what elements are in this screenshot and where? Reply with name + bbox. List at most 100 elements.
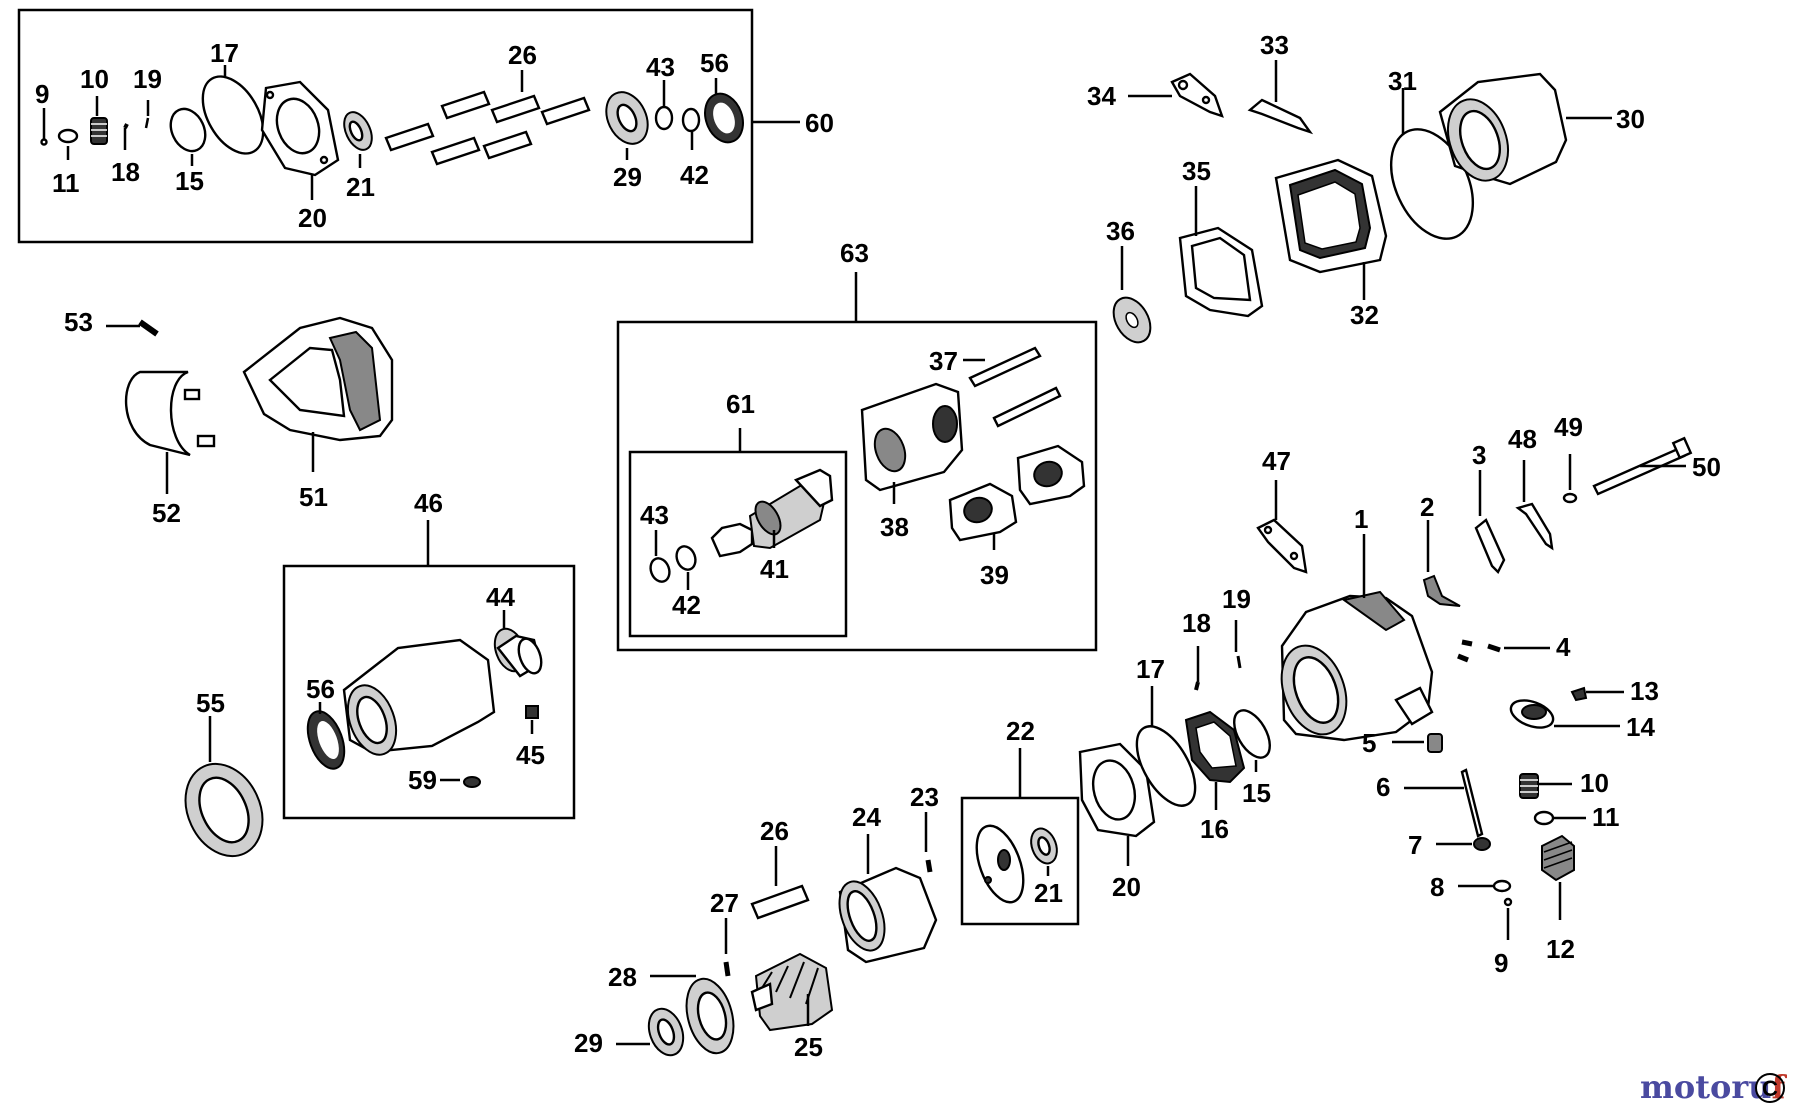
part-14-valve-body — [1509, 699, 1620, 729]
part-18-pin — [123, 123, 129, 150]
part-34-bracket — [1128, 72, 1224, 118]
callout-51: 51 — [299, 482, 328, 512]
part-50-bolt — [1592, 436, 1693, 496]
part-53-screw — [106, 319, 159, 337]
callout-56b: 56 — [306, 674, 335, 704]
callout-29b: 29 — [574, 1028, 603, 1058]
callout-16: 16 — [1200, 814, 1229, 844]
part-21b-bearing — [1030, 827, 1058, 876]
part-23-pin — [924, 812, 933, 873]
callout-11: 11 — [52, 168, 80, 198]
part-43b-oring — [649, 530, 671, 583]
callout-28: 28 — [608, 962, 637, 992]
part-28-endplate — [650, 974, 735, 1055]
part-16-plate — [1184, 710, 1246, 810]
callout-26b: 26 — [760, 816, 789, 846]
part-25-rotor — [750, 952, 834, 1032]
part-11-oring — [57, 128, 79, 160]
part-19b-pin — [1234, 620, 1242, 669]
part-48-lever — [1515, 460, 1554, 551]
callout-29: 29 — [613, 162, 642, 192]
callout-61: 61 — [726, 389, 755, 419]
part-18b-pin — [1194, 646, 1200, 691]
callout-52: 52 — [152, 498, 181, 528]
part-45-plug — [525, 705, 539, 734]
part-2-lever — [1422, 520, 1461, 607]
callout-43: 43 — [646, 52, 675, 82]
part-49-washer — [1562, 454, 1578, 504]
callout-8: 8 — [1430, 872, 1444, 902]
callout-49: 49 — [1554, 412, 1583, 442]
watermark-brand-end: f — [1771, 1068, 1787, 1106]
part-9-pin-small — [40, 108, 48, 146]
callout-21b: 21 — [1034, 878, 1063, 908]
part-3-lever — [1474, 470, 1506, 575]
callout-18: 18 — [111, 157, 140, 187]
part-17-oring — [201, 65, 265, 155]
watermark-brand-start: motoru — [1640, 1068, 1771, 1106]
part-4-pins — [1457, 639, 1550, 663]
callout-17: 17 — [210, 38, 239, 68]
part-29b-bearing — [616, 1007, 685, 1057]
part-15-oring — [169, 107, 207, 166]
part-32-shroud — [1274, 158, 1388, 300]
part-15b-oring — [1233, 709, 1271, 772]
callout-34: 34 — [1087, 81, 1116, 111]
part-5-plug — [1392, 733, 1443, 753]
callout-20b: 20 — [1112, 872, 1141, 902]
callout-24: 24 — [852, 802, 881, 832]
callout-60: 60 — [805, 108, 834, 138]
part-44-bushing — [493, 610, 543, 678]
part-20-gasket — [260, 80, 340, 200]
watermark-brand: motoruf — [1640, 1068, 1787, 1106]
part-27-pin — [723, 918, 731, 977]
part-47-bracket — [1256, 480, 1308, 574]
callout-19b: 19 — [1222, 584, 1251, 614]
callout-14: 14 — [1626, 712, 1655, 742]
callout-42b: 42 — [672, 590, 701, 620]
callout-32: 32 — [1350, 300, 1379, 330]
part-7-oring — [1436, 837, 1491, 851]
watermark-badge: C — [1762, 1076, 1778, 1101]
callout-10: 10 — [80, 64, 109, 94]
callout-20: 20 — [298, 203, 327, 233]
part-6-stem — [1404, 768, 1484, 838]
callout-23: 23 — [910, 782, 939, 812]
callout-59: 59 — [408, 765, 437, 795]
callout-53: 53 — [64, 307, 93, 337]
callout-44: 44 — [486, 582, 515, 612]
callout-26: 26 — [508, 40, 537, 70]
part-26b-vane — [750, 846, 810, 920]
part-8-oring — [1458, 879, 1512, 893]
callout-50: 50 — [1692, 452, 1721, 482]
kit-box-60 — [17, 8, 754, 244]
part-56b-seal — [306, 702, 346, 770]
part-30-housing — [1438, 72, 1612, 186]
callout-35: 35 — [1182, 156, 1211, 186]
callout-42: 42 — [680, 160, 709, 190]
part-56-seal — [704, 78, 744, 144]
callout-55: 55 — [196, 688, 225, 718]
callout-36: 36 — [1106, 216, 1135, 246]
callout-15b: 15 — [1242, 778, 1271, 808]
callout-48: 48 — [1508, 424, 1537, 454]
part-24-cylinder — [838, 834, 938, 964]
callout-2: 2 — [1420, 492, 1434, 522]
part-41-anvil — [710, 468, 834, 558]
callout-21: 21 — [346, 172, 375, 202]
callout-43b: 43 — [640, 500, 669, 530]
callout-18b: 18 — [1182, 608, 1211, 638]
part-1-main-housing — [1280, 534, 1434, 742]
callout-31: 31 — [1388, 66, 1417, 96]
callout-15: 15 — [175, 166, 204, 196]
part-37-pins — [963, 346, 1062, 428]
callout-19: 19 — [133, 64, 162, 94]
callout-9: 9 — [35, 79, 49, 109]
callout-38: 38 — [880, 512, 909, 542]
callout-17b: 17 — [1136, 654, 1165, 684]
part-22-endplate — [975, 824, 1025, 904]
part-38-hammer-cage — [860, 382, 964, 504]
part-43-oring — [654, 80, 674, 131]
part-19-pin — [144, 100, 150, 129]
part-42b-oring — [675, 545, 697, 590]
